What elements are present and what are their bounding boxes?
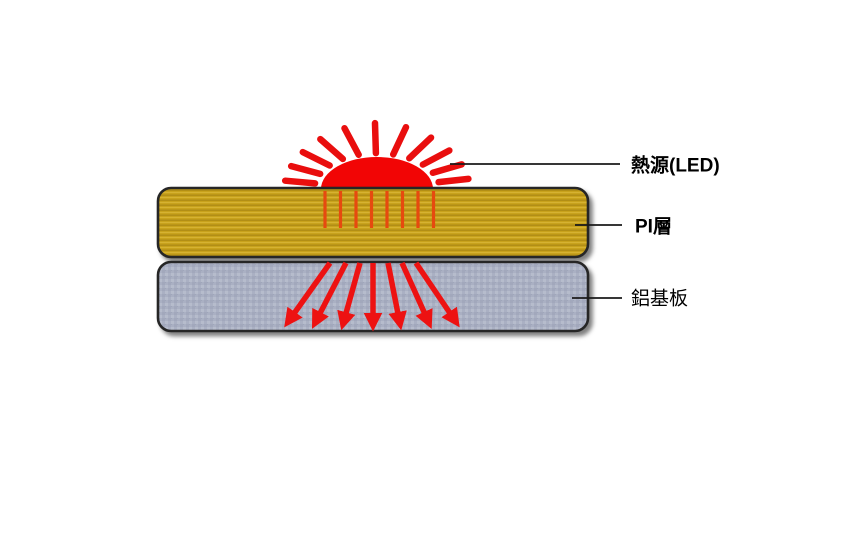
heat-arrow	[413, 261, 460, 328]
leader-lines	[450, 163, 622, 299]
sun-ray	[406, 134, 435, 162]
sun-ray	[287, 162, 324, 178]
sun-ray	[429, 161, 465, 176]
sun-ray	[341, 125, 362, 158]
heat-arrow	[311, 261, 349, 329]
sun-ray	[317, 135, 347, 163]
sun-ray	[281, 177, 319, 187]
sun-ray	[299, 148, 333, 169]
sun-ray	[389, 123, 410, 158]
heat-source-sun-icon	[321, 157, 433, 189]
sun-ray	[371, 119, 380, 157]
heat-spread-arrows-icon	[284, 261, 460, 332]
heat-arrow	[399, 261, 433, 329]
sun-rays-icon	[281, 119, 472, 187]
label-al-substrate: 鋁基板	[631, 288, 688, 310]
heat-conduction-dashes	[323, 191, 436, 228]
heat-arrow	[337, 262, 363, 331]
sun-ray	[435, 175, 472, 186]
heat-arrow	[385, 262, 407, 331]
label-pi-layer: PI層	[635, 216, 672, 238]
label-heat-source: 熱源(LED)	[631, 154, 720, 177]
heat-arrow	[284, 261, 333, 328]
sun-ray	[419, 147, 453, 168]
